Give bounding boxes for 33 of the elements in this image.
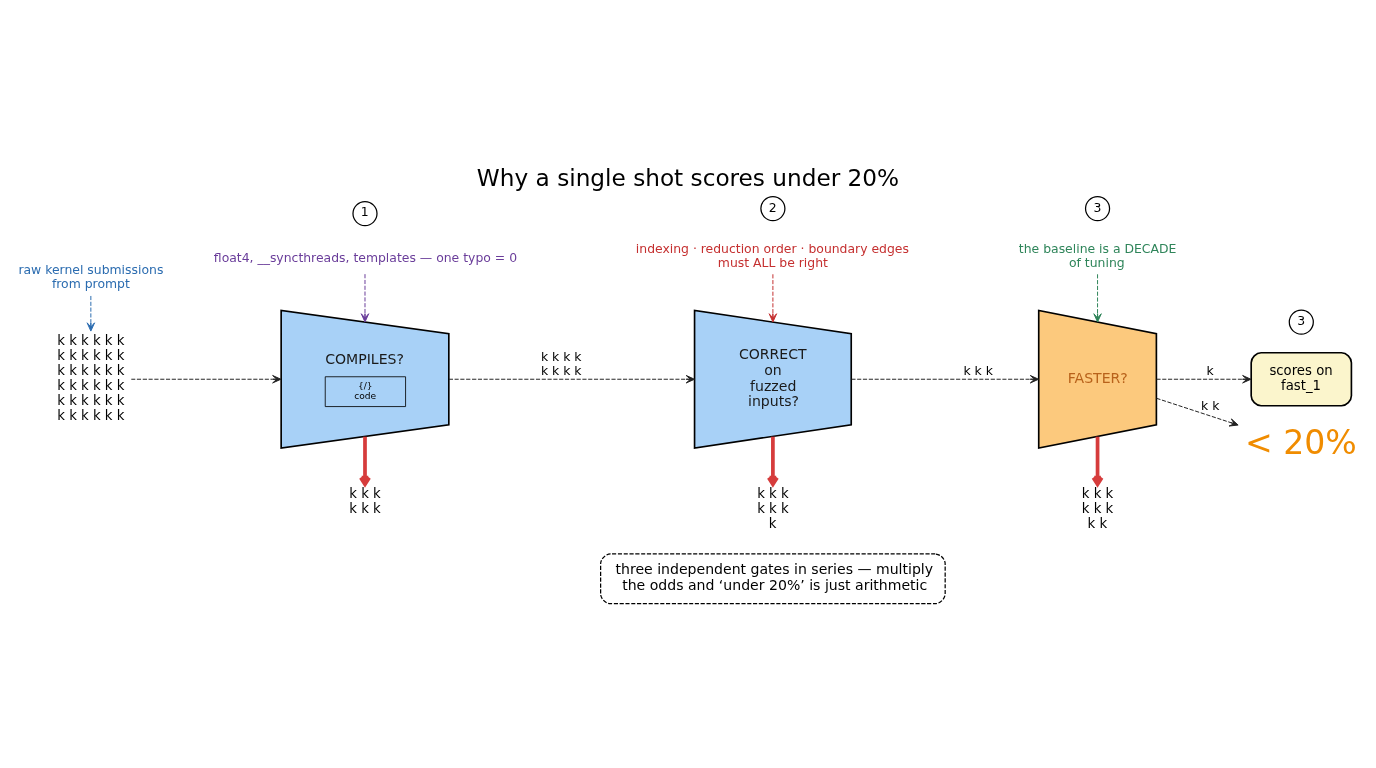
arrow (86, 295, 96, 332)
node-box: three independent gates in series — multiply the odds and ‘under 20%’ is just arithmetic (600, 553, 946, 605)
arrow (1093, 273, 1102, 323)
node-box: FASTER? (1037, 309, 1158, 449)
node-circle: 2 (760, 196, 786, 222)
arrow (448, 375, 695, 384)
edge-label: k k k k k k k k (540, 349, 582, 379)
diagram-title: Why a single shot scores under 20% (476, 164, 900, 192)
node-circle: 3 (1084, 196, 1111, 222)
node-circle: 3 (1288, 309, 1314, 335)
node-text: < 20% (1244, 422, 1357, 462)
node-circle: 1 (352, 200, 378, 227)
node-text: indexing · reduction order · boundary edges must ALL be right (635, 240, 909, 270)
node-box: scores on fast_1 (1250, 351, 1353, 407)
edge-label: k (1206, 363, 1214, 379)
edge-label: k k k (963, 363, 993, 379)
arrow (768, 273, 778, 323)
arrow (130, 375, 282, 384)
node-box: COMPILES? {/} code (280, 309, 450, 449)
node-text: float4, __syncthreads, templates — one typo = 0 (213, 250, 518, 266)
arrow (1091, 436, 1104, 487)
node-box: CORRECT on fuzzed inputs? (693, 309, 853, 449)
arrow (851, 375, 1040, 384)
arrow (1156, 375, 1252, 384)
node-text: k k k k k k (349, 486, 381, 517)
node-text: the baseline is a DECADE of tuning (1018, 240, 1177, 270)
node-text: k k k k k k k k k k k k k k k k k k k k k k k k k k k k k k k k k k k k (57, 333, 125, 423)
node-text: k k k k k k k (757, 486, 789, 532)
arrow (1156, 397, 1239, 427)
arrow (360, 273, 370, 323)
node-text: raw kernel submissions from prompt (18, 262, 164, 292)
node-text: k k k k k k k k (1081, 486, 1114, 532)
edge-label: k k (1201, 397, 1220, 413)
